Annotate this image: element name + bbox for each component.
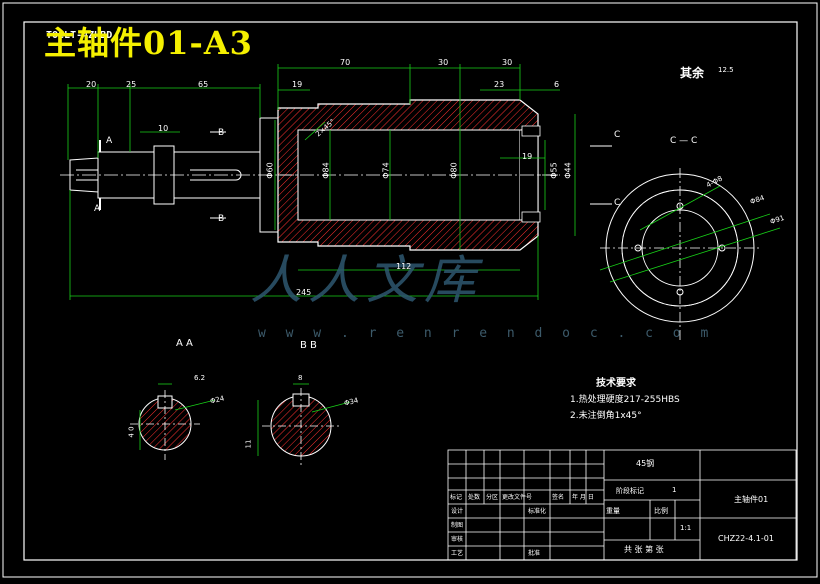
dim-bb-width: 8 [298, 374, 303, 382]
section-bb [262, 388, 340, 466]
tech-req-heading: 技术要求 [596, 378, 636, 389]
dim-dia84: Φ84 [321, 162, 331, 179]
dim-23: 23 [494, 80, 505, 89]
tb-stage-col-1: 重量 [606, 507, 620, 515]
tb-material: 45钢 [636, 459, 655, 468]
tb-row-design: 设计 [451, 508, 464, 515]
tb-stage-col-2: 比例 [654, 507, 668, 515]
dim-25: 25 [126, 80, 137, 89]
tb-header-1: 处数 [468, 494, 481, 501]
dim-aa-depth: 4 0 [127, 426, 136, 438]
tb-header-3: 更改文件号 [502, 494, 533, 501]
tb-header-2: 分区 [486, 494, 499, 501]
dim-bb-depth: 11 [244, 439, 253, 449]
drawing-code-strip: TOCLT-4ZHBD [46, 30, 113, 41]
label-c-bottom: C [614, 198, 621, 208]
tb-row-draft: 制图 [451, 522, 464, 529]
housing-section [277, 99, 541, 251]
watermark-brand: 人人文库 [250, 251, 483, 311]
label-bb: B B [300, 340, 317, 351]
tb-col-standard: 标准化 [528, 508, 547, 515]
surface-value: 12.5 [718, 66, 734, 74]
title-block [447, 449, 797, 561]
label-b-bottom: B [218, 214, 225, 224]
flange-dim-lines [599, 185, 781, 283]
label-c-top: C [614, 130, 621, 140]
section-aa [130, 390, 200, 460]
label-aa: A A [176, 338, 193, 349]
tb-drawing-no: CHZ22-4.1-01 [718, 534, 774, 543]
dim-245: 245 [296, 288, 312, 297]
tb-scale: 1:1 [680, 524, 692, 532]
tb-part-name: 主轴件01 [734, 495, 769, 504]
dimension-lines [67, 64, 576, 300]
tb-row-review: 审核 [451, 536, 464, 543]
label-b-top: B [218, 128, 225, 138]
dim-19b: 19 [522, 152, 533, 161]
dim-20: 20 [86, 80, 97, 89]
label-cc: C — C [670, 136, 698, 146]
dim-aa-width: 6.2 [194, 374, 206, 382]
tb-row-process: 工艺 [451, 550, 464, 557]
dim-112: 112 [396, 262, 412, 271]
tb-header-0: 标记 [450, 494, 463, 501]
dim-dia44: Φ44 [563, 162, 573, 179]
tb-header-5: 年 月 日 [572, 494, 594, 501]
tb-header-4: 签名 [552, 494, 565, 501]
tech-req-item-2: 2.未注倒角1x45° [570, 411, 642, 421]
dim-70: 70 [340, 58, 351, 67]
flange-view [600, 168, 760, 340]
drawing-title: 主轴件01-A3 [44, 24, 253, 62]
dim-30a: 30 [438, 58, 449, 67]
tb-sheet: 共 张 第 张 [624, 545, 664, 554]
label-a-bottom: A [94, 204, 101, 214]
tb-qty: 1 [672, 486, 677, 494]
dim-dia60: Φ60 [265, 162, 275, 179]
surface-note: 其余 [680, 66, 705, 80]
tb-col-approve: 批准 [528, 550, 541, 557]
dim-30b: 30 [502, 58, 513, 67]
tb-stage-col-0: 阶段标记 [616, 487, 644, 495]
dim-dia80: Φ80 [449, 162, 459, 179]
watermark-url: w w w . r e n r e n d o c . c o m [258, 326, 715, 341]
dim-dia74: Φ74 [381, 162, 391, 179]
tech-req-item-1: 1.热处理硬度217-255HBS [570, 395, 680, 405]
section-dim-lines [139, 383, 351, 456]
inner-frame [23, 21, 798, 561]
section-markers [99, 131, 612, 219]
dim-19: 19 [292, 80, 303, 89]
dim-10: 10 [158, 124, 169, 133]
dim-dia55: Φ55 [549, 162, 559, 179]
dim-65: 65 [198, 80, 209, 89]
dim-6: 6 [554, 80, 560, 89]
label-a-top: A [106, 136, 113, 146]
